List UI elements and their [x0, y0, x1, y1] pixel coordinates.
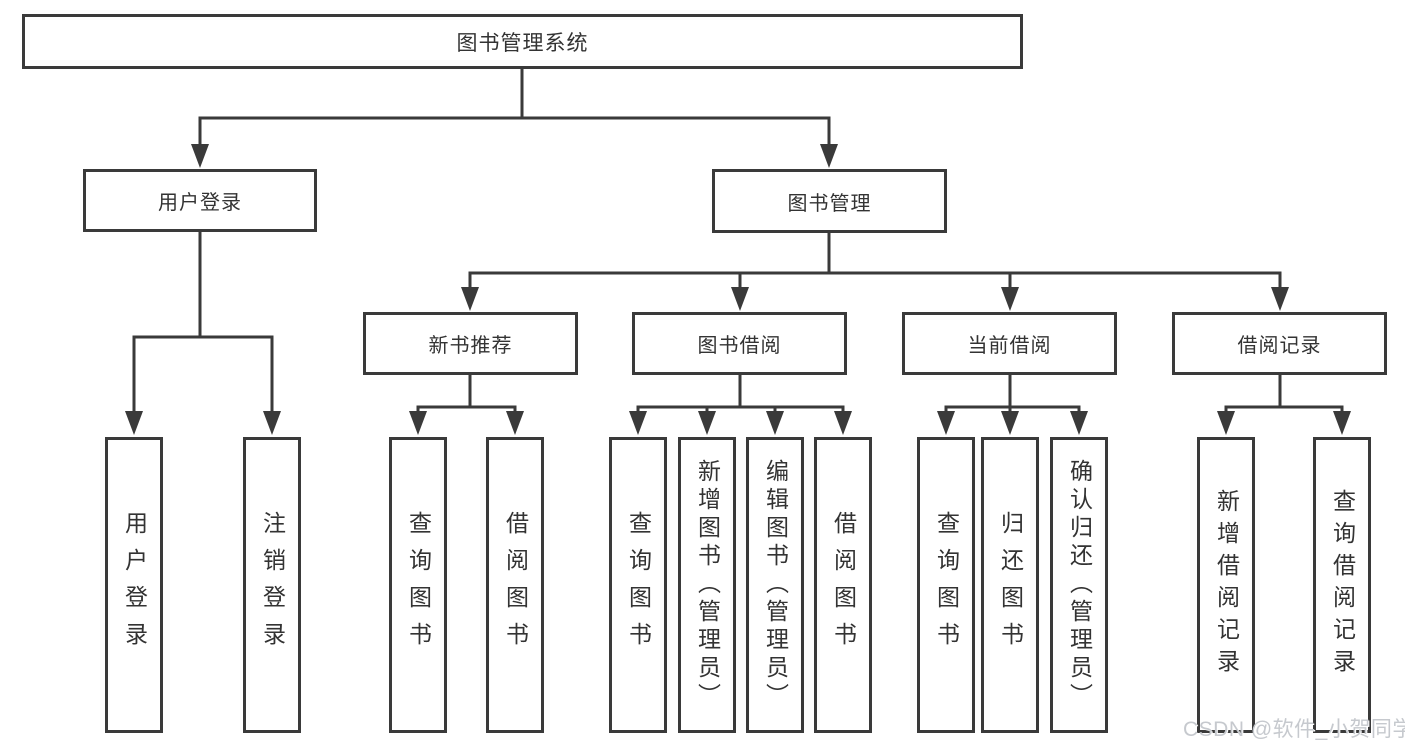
arrowhead-icon — [820, 144, 838, 168]
leaf-logout-label: 注销登录 — [259, 511, 286, 659]
node-current-borrow: 当前借阅 — [902, 312, 1117, 375]
node-book-borrow: 图书借阅 — [632, 312, 847, 375]
leaf-edit-books-admin: 编辑图书（管理员） — [746, 437, 804, 733]
arrowhead-icon — [629, 411, 647, 435]
leaf-recommend-query-books: 查询图书 — [389, 437, 447, 733]
node-book-borrow-label: 图书借阅 — [697, 335, 782, 357]
node-borrow-records: 借阅记录 — [1172, 312, 1387, 375]
arrowhead-icon — [834, 411, 852, 435]
leaf-confirm-return-admin: 确认归还（管理员） — [1050, 437, 1108, 733]
leaf-add-books-admin: 新增图书（管理员） — [678, 437, 736, 733]
leaf-query-borrow-record: 查询借阅记录 — [1313, 437, 1371, 733]
leaf-query-borrow-record-label: 查询借阅记录 — [1329, 489, 1356, 681]
node-borrow-records-label: 借阅记录 — [1237, 335, 1322, 357]
arrowhead-icon — [1001, 411, 1019, 435]
leaf-user-login-label: 用户登录 — [121, 511, 148, 659]
arrowhead-icon — [698, 411, 716, 435]
node-library-system-label: 图书管理系统 — [456, 31, 589, 55]
node-book-management-label: 图书管理 — [787, 192, 872, 215]
arrowhead-icon — [937, 411, 955, 435]
arrowhead-icon — [1001, 287, 1019, 311]
leaf-borrow-query-books: 查询图书 — [609, 437, 667, 733]
leaf-recommend-borrow-books-label: 借阅图书 — [502, 511, 529, 659]
arrowhead-icon — [766, 411, 784, 435]
arrowhead-icon — [191, 144, 209, 168]
arrowhead-icon — [1070, 411, 1088, 435]
csdn-watermark: CSDN @软件_小贺同学 — [1183, 718, 1405, 741]
arrowhead-icon — [1271, 287, 1289, 311]
node-book-management: 图书管理 — [712, 169, 947, 233]
leaf-current-query-books-label: 查询图书 — [933, 511, 960, 659]
arrowhead-icon — [731, 287, 749, 311]
leaf-recommend-query-books-label: 查询图书 — [405, 511, 432, 659]
leaf-add-borrow-record-label: 新增借阅记录 — [1213, 489, 1240, 681]
leaf-add-books-admin-label: 新增图书（管理员） — [694, 459, 721, 711]
leaf-current-query-books: 查询图书 — [917, 437, 975, 733]
leaf-return-books-label: 归还图书 — [997, 511, 1024, 659]
node-library-system: 图书管理系统 — [22, 14, 1023, 69]
arrowhead-icon — [461, 287, 479, 311]
leaf-borrow-books: 借阅图书 — [814, 437, 872, 733]
arrowhead-icon — [506, 411, 524, 435]
node-user-login: 用户登录 — [83, 169, 317, 232]
node-new-book-recommend-label: 新书推荐 — [428, 335, 513, 357]
arrowhead-icon — [263, 411, 281, 435]
leaf-logout: 注销登录 — [243, 437, 301, 733]
leaf-edit-books-admin-label: 编辑图书（管理员） — [762, 459, 789, 711]
leaf-add-borrow-record: 新增借阅记录 — [1197, 437, 1255, 733]
leaf-recommend-borrow-books: 借阅图书 — [486, 437, 544, 733]
leaf-borrow-query-books-label: 查询图书 — [625, 511, 652, 659]
arrowhead-icon — [1333, 411, 1351, 435]
node-current-borrow-label: 当前借阅 — [967, 335, 1052, 357]
arrowhead-icon — [1217, 411, 1235, 435]
leaf-return-books: 归还图书 — [981, 437, 1039, 733]
arrowhead-icon — [125, 411, 143, 435]
node-user-login-label: 用户登录 — [158, 192, 242, 214]
leaf-borrow-books-label: 借阅图书 — [830, 511, 857, 659]
arrowhead-icon — [409, 411, 427, 435]
leaf-confirm-return-admin-label: 确认归还（管理员） — [1066, 459, 1093, 711]
leaf-user-login: 用户登录 — [105, 437, 163, 733]
node-new-book-recommend: 新书推荐 — [363, 312, 578, 375]
